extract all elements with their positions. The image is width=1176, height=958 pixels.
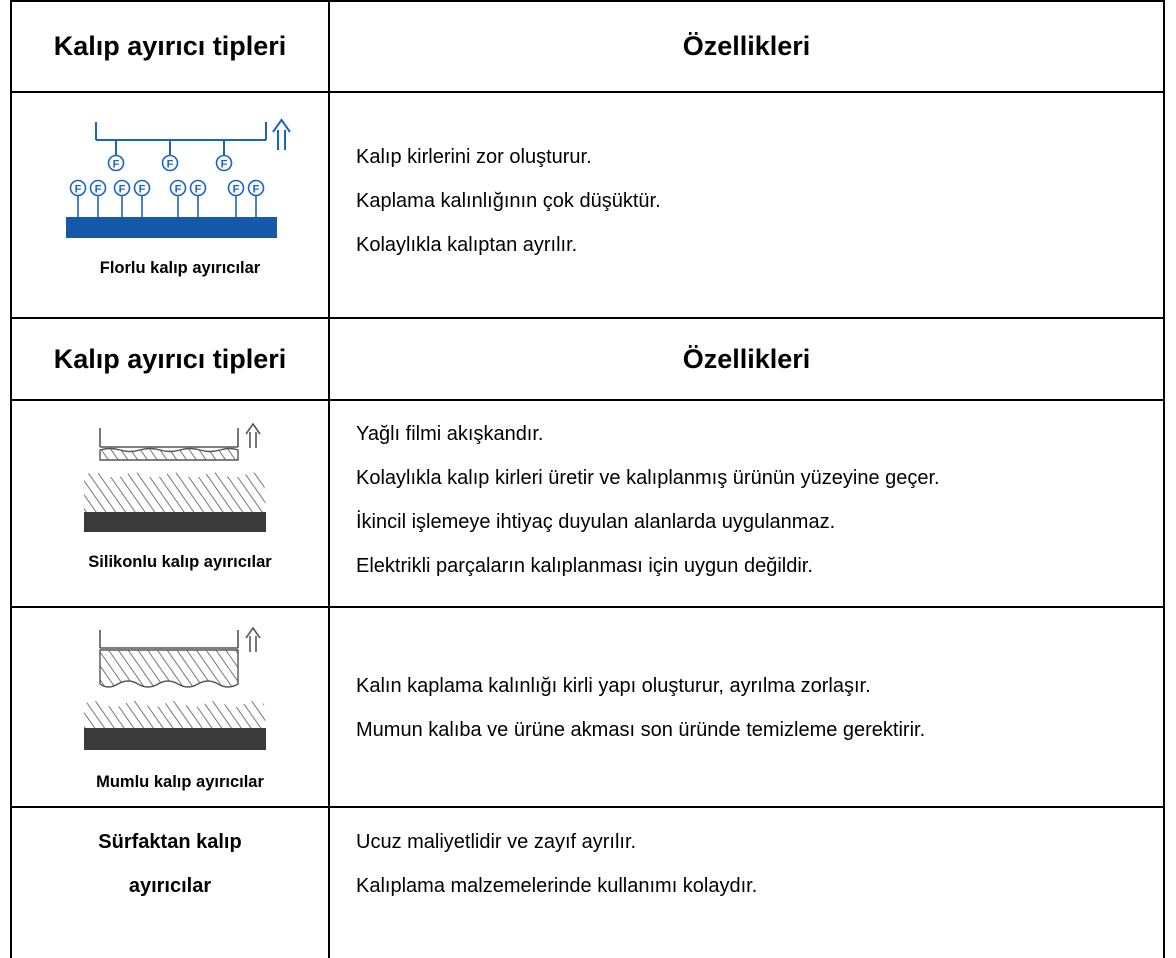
fluorine-atom-label: F <box>95 184 102 196</box>
fluorine-atom-label: F <box>233 184 240 196</box>
properties-list: Kalın kaplama kalınlığı kirli yapı oluşt… <box>356 664 925 752</box>
type-label-line: ayırıcılar <box>128 875 212 897</box>
property-text: Kaplama kalınlığının çok düşüktür. <box>356 190 661 212</box>
type-label-wax: Mumlu kalıp ayırıcılar <box>96 773 264 791</box>
type-label-surfactant: Sürfaktan kalıp ayırıcılar <box>12 820 328 908</box>
type-label-silicone: Silikonlu kalıp ayırıcılar <box>88 553 272 571</box>
column-header-properties: Özellikleri <box>682 31 811 61</box>
fluorine-atom-label: F <box>119 184 126 196</box>
property-text: Elektrikli parçaların kalıplanması için … <box>356 555 813 577</box>
row-divider <box>10 806 1165 808</box>
property-text: Kalıplama malzemelerinde kullanımı kolay… <box>356 875 758 897</box>
table-border-left <box>10 0 12 958</box>
fluorine-atom-label: F <box>139 184 146 196</box>
properties-list: Ucuz maliyetlidir ve zayıf ayrılır. Kalı… <box>356 820 757 908</box>
fluorine-atom-label: F <box>195 184 202 196</box>
column-divider <box>328 0 330 958</box>
column-header-types: Kalıp ayırıcı tipleri <box>53 343 287 374</box>
property-text: Ucuz maliyetlidir ve zayıf ayrılır. <box>356 831 637 853</box>
fluorine-atom-label: F <box>221 159 228 171</box>
fluorine-atom-icon <box>215 154 233 172</box>
column-header-properties: Özellikleri <box>682 343 811 374</box>
property-text: Kolaylıkla kalıp kirleri üretir ve kalıp… <box>356 467 940 489</box>
row-divider <box>10 606 1165 608</box>
fluorine-atom-label: F <box>167 159 174 171</box>
type-label-fluorine: Florlu kalıp ayırıcılar <box>99 259 261 277</box>
table-border-top <box>10 0 1165 2</box>
fluorine-release-agent-diagram-icon: F F F F F F F F F F F <box>66 118 291 238</box>
type-label-line: Sürfaktan kalıp <box>98 831 242 853</box>
fluorine-atom-label: F <box>113 159 120 171</box>
property-text: Yağlı filmi akışkandır. <box>356 423 544 445</box>
fluorine-atom-label: F <box>253 184 260 196</box>
row-divider <box>10 399 1165 401</box>
silicone-release-agent-diagram-icon <box>84 422 266 532</box>
fluorine-atom-icon <box>161 154 179 172</box>
row-divider <box>10 91 1165 93</box>
wax-release-agent-diagram-icon <box>84 626 266 750</box>
properties-list: Kalıp kirlerini zor oluşturur. Kaplama k… <box>356 135 661 267</box>
property-text: Kalın kaplama kalınlığı kirli yapı oluşt… <box>356 675 871 697</box>
property-text: Kolaylıkla kalıptan ayrılır. <box>356 234 578 256</box>
fluorine-atom-icon <box>107 154 125 172</box>
property-text: İkincil işlemeye ihtiyaç duyulan alanlar… <box>356 511 836 533</box>
column-header-types: Kalıp ayırıcı tipleri <box>53 31 287 61</box>
properties-list: Yağlı filmi akışkandır. Kolaylıkla kalıp… <box>356 412 940 588</box>
row-divider <box>10 317 1165 319</box>
fluorine-atom-label: F <box>175 184 182 196</box>
table-border-right <box>1163 0 1165 958</box>
property-text: Mumun kalıba ve ürüne akması son üründe … <box>356 719 926 741</box>
property-text: Kalıp kirlerini zor oluşturur. <box>356 146 592 168</box>
fluorine-atom-label: F <box>75 184 82 196</box>
